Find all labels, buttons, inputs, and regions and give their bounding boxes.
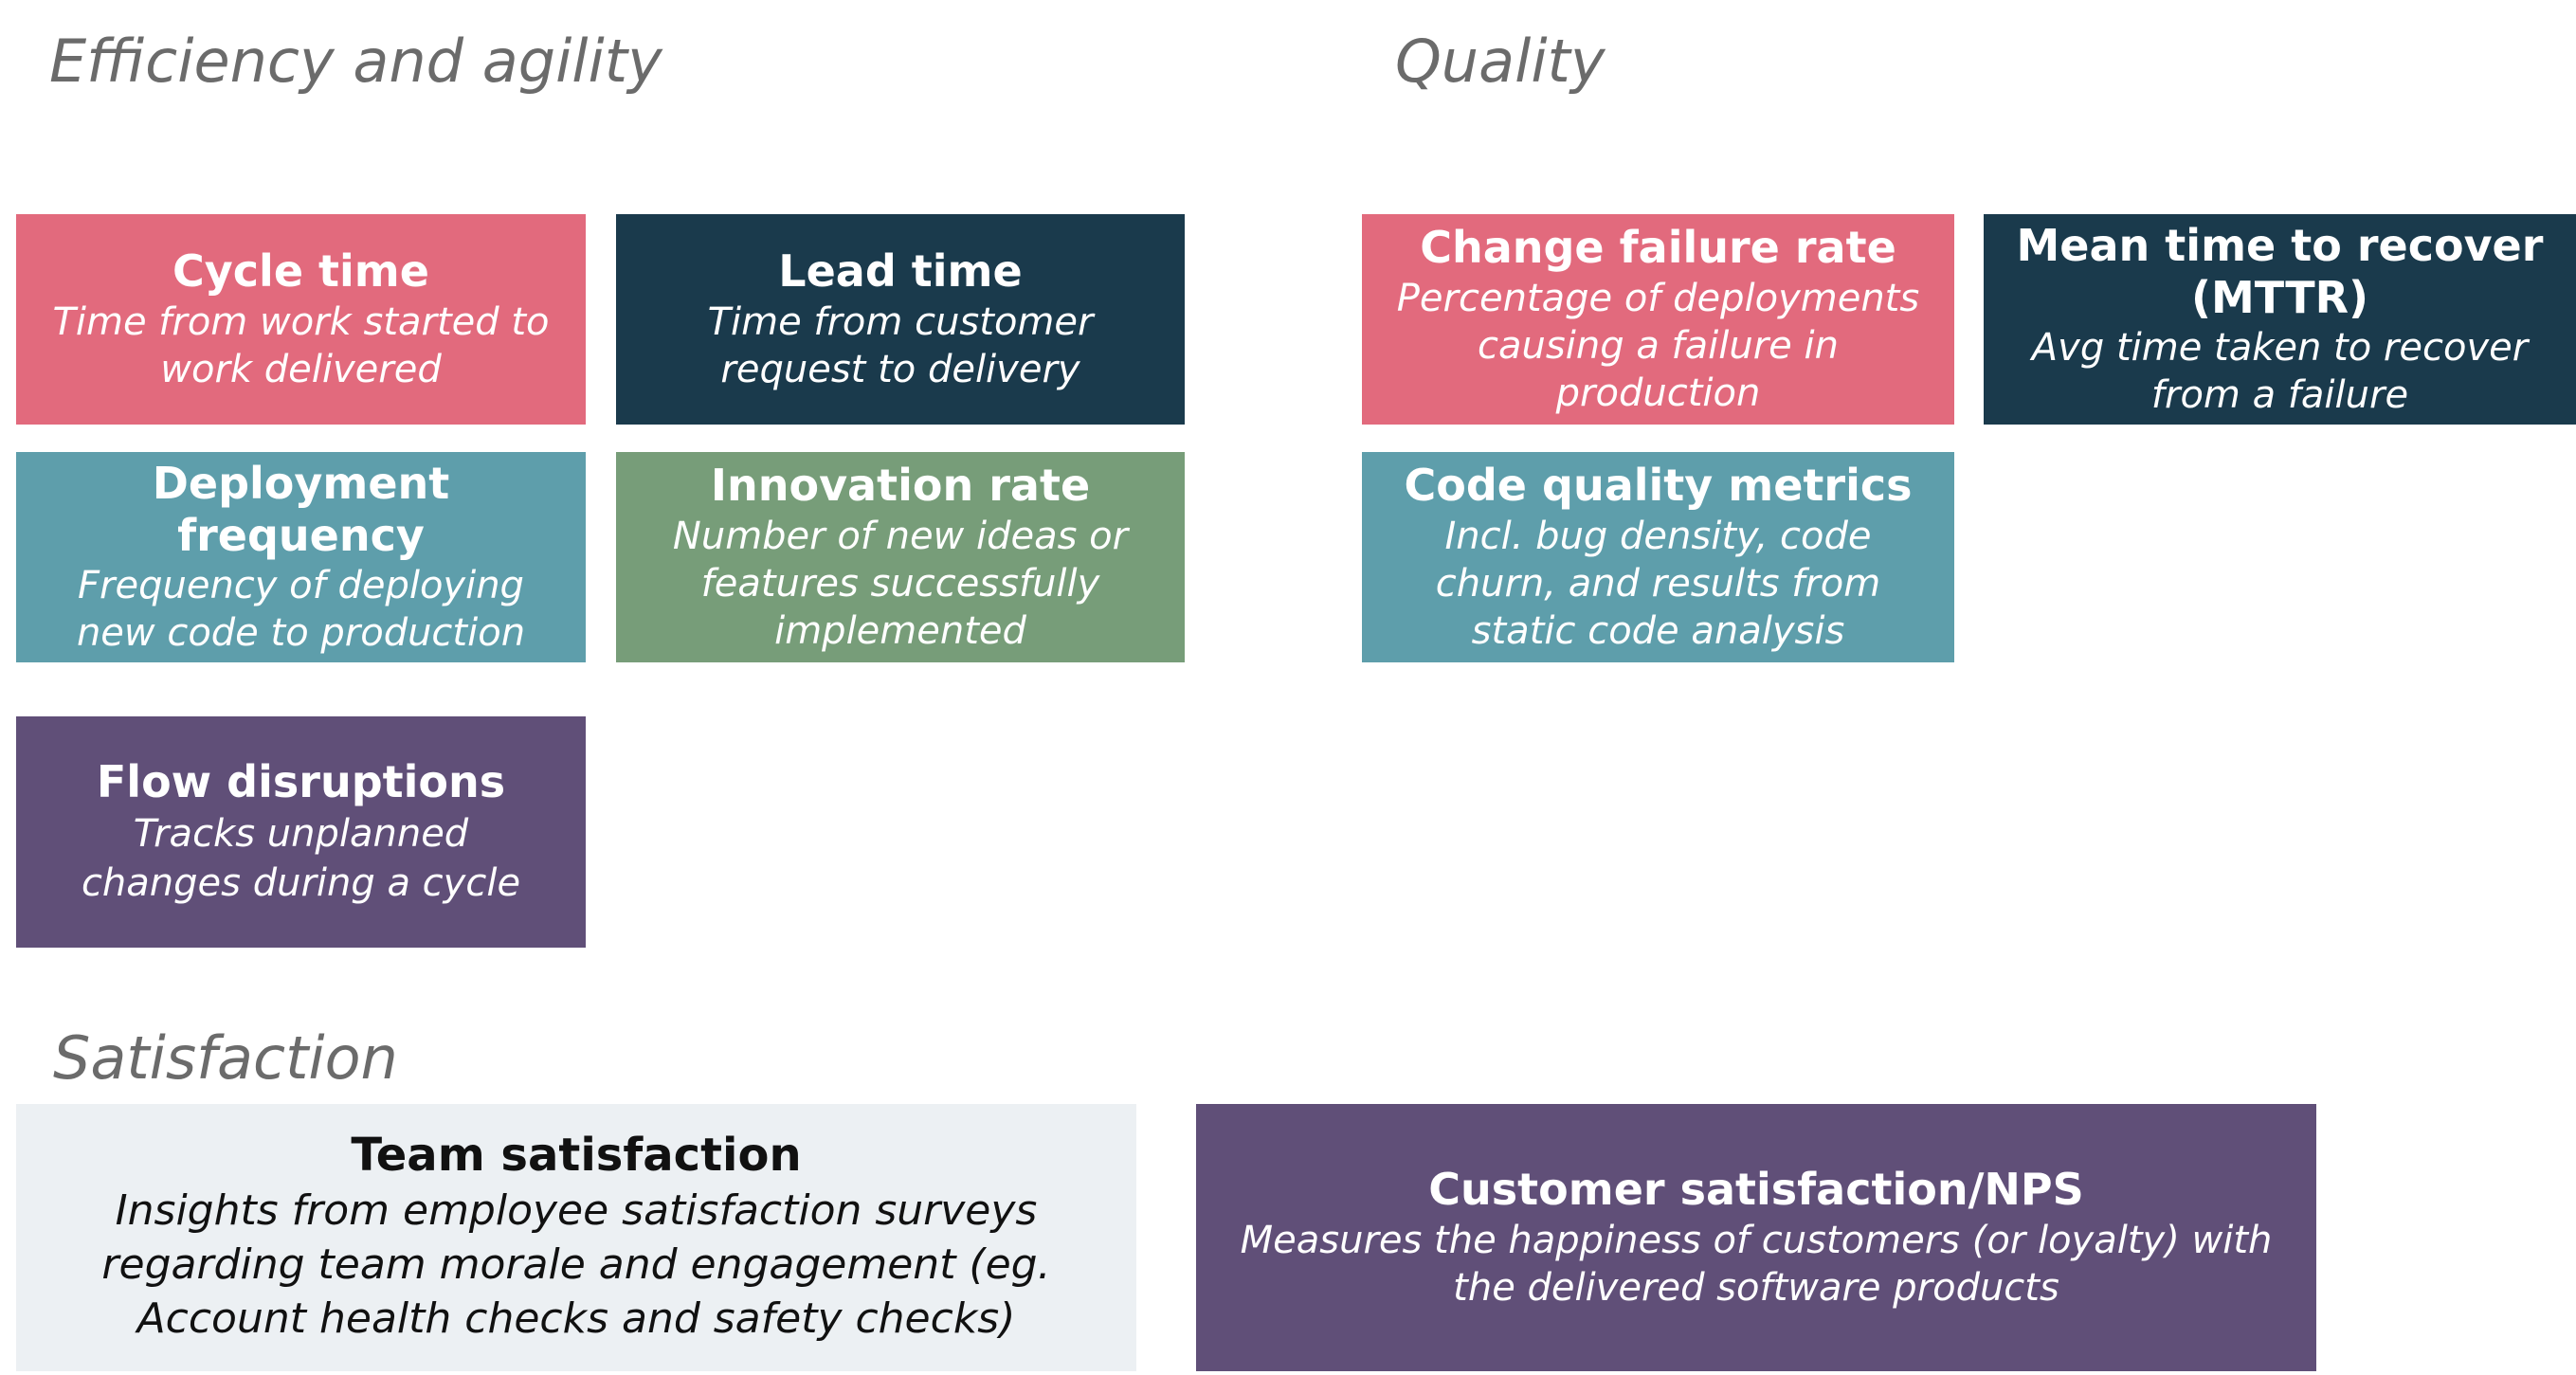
card-team-satisfaction: Team satisfaction Insights from employee… — [16, 1104, 1136, 1371]
card-title: Lead time — [778, 245, 1023, 298]
card-title: Code quality metrics — [1404, 460, 1913, 512]
card-flow-disruptions: Flow disruptions Tracks unplanned change… — [16, 716, 586, 948]
card-description: Tracks unplanned changes during a cycle — [81, 811, 521, 905]
card-description: Incl. bug density, code churn, and resul… — [1435, 514, 1881, 653]
card-title: Deployment frequency — [152, 457, 450, 561]
card-title: Mean time to recover (MTTR) — [2016, 219, 2544, 323]
card-title: Customer satisfaction/NPS — [1428, 1164, 2084, 1216]
card-description: Number of new ideas or features successf… — [672, 514, 1129, 653]
card-description: Measures the happiness of customers (or … — [1240, 1218, 2273, 1310]
card-description: Time from customer request to delivery — [707, 299, 1094, 391]
card-description: Percentage of deployments causing a fail… — [1396, 276, 1920, 415]
card-description: Frequency of deploying new code to produ… — [76, 564, 526, 656]
card-change-failure-rate: Change failure rate Percentage of deploy… — [1362, 214, 1954, 425]
card-description: Avg time taken to recover from a failure — [2031, 326, 2529, 418]
card-cycle-time: Cycle time Time from work started to wor… — [16, 214, 586, 425]
card-innovation-rate: Innovation rate Number of new ideas or f… — [616, 452, 1185, 662]
section-title-satisfaction: Satisfaction — [53, 1023, 398, 1093]
card-mttr: Mean time to recover (MTTR) Avg time tak… — [1984, 214, 2576, 425]
card-customer-satisfaction: Customer satisfaction/NPS Measures the h… — [1196, 1104, 2316, 1371]
card-description: Time from work started to work delivered — [52, 299, 550, 391]
card-title: Innovation rate — [710, 460, 1091, 512]
card-title: Cycle time — [172, 245, 429, 298]
card-lead-time: Lead time Time from customer request to … — [616, 214, 1185, 425]
card-code-quality-metrics: Code quality metrics Incl. bug density, … — [1362, 452, 1954, 662]
card-title: Team satisfaction — [351, 1129, 802, 1183]
section-title-quality: Quality — [1395, 27, 1605, 96]
card-deployment-frequency: Deployment frequency Frequency of deploy… — [16, 452, 586, 662]
card-description: Insights from employee satisfaction surv… — [101, 1186, 1051, 1344]
card-title: Change failure rate — [1420, 222, 1896, 274]
section-title-efficiency: Efficiency and agility — [49, 27, 662, 96]
card-title: Flow disruptions — [96, 756, 506, 808]
